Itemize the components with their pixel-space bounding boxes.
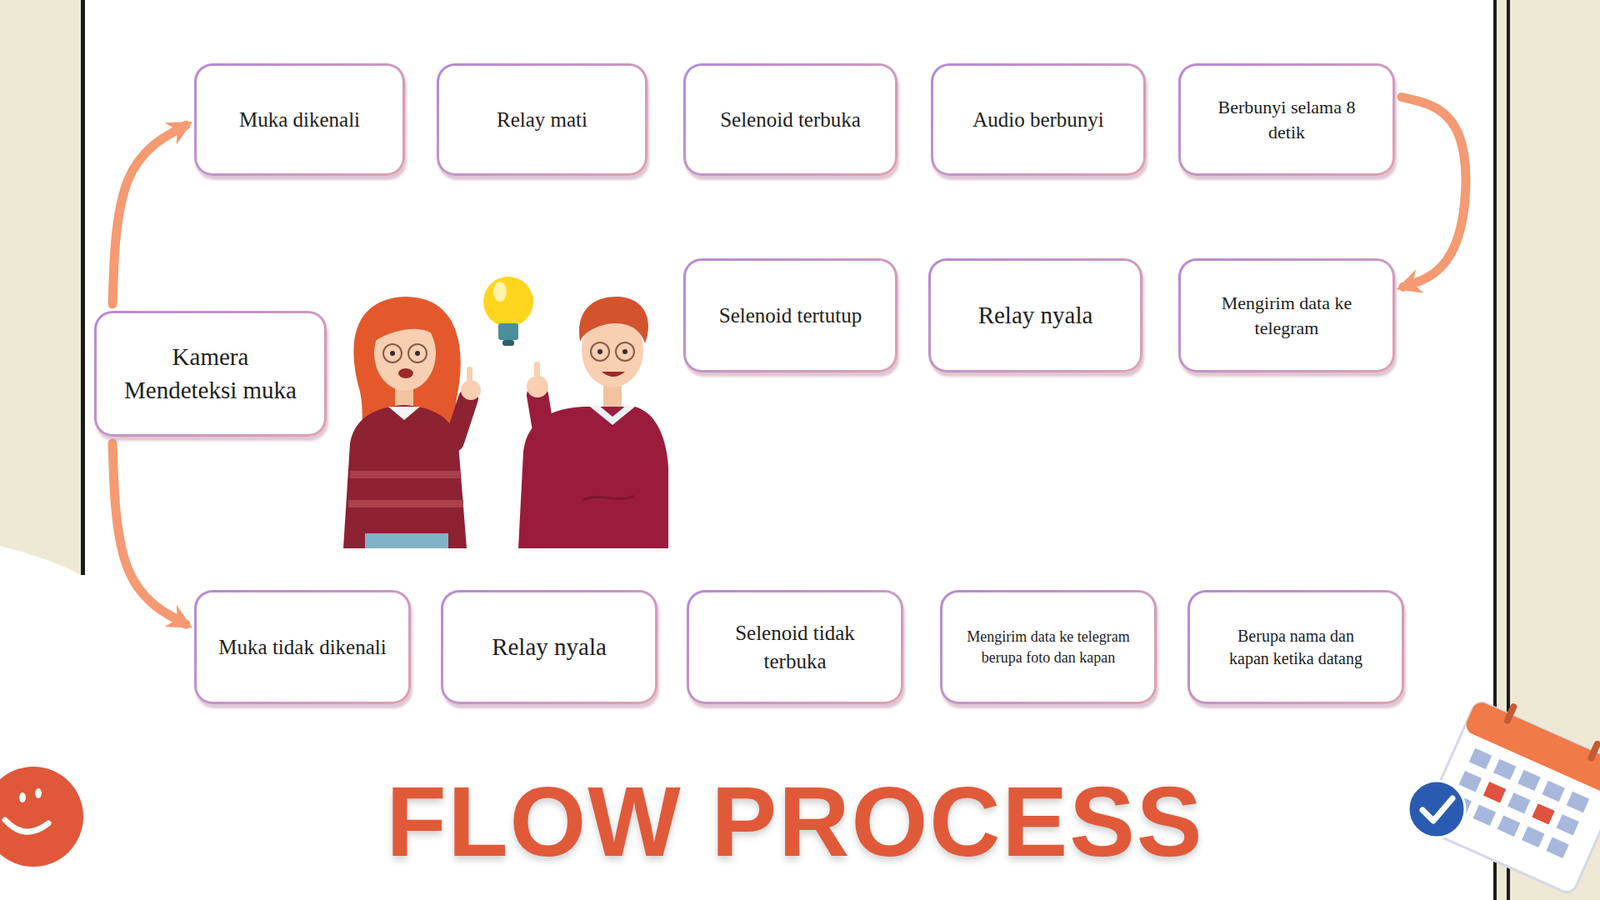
process-box: Selenoid tertutup [683, 258, 898, 373]
woman-glasses [408, 344, 427, 363]
woman-eye [390, 350, 395, 356]
process-box: Berupa nama dan kapan ketika datang [1187, 590, 1405, 705]
box-text: Muka tidak dikenali [218, 633, 386, 662]
man-glasses [615, 342, 635, 361]
title-band: FLOW PROCESS [0, 765, 1590, 879]
smiley-eye [19, 792, 26, 803]
bulb-highlight [493, 281, 507, 302]
box-text: Muka dikenali [239, 105, 360, 135]
process-box: Muka dikenali [194, 63, 405, 176]
calendar-day [1493, 759, 1516, 780]
process-box: Mengirim data ke telegram [1178, 258, 1395, 373]
box-text: Mengirim data ke telegram berupa foto da… [965, 626, 1131, 668]
calendar-day [1521, 826, 1545, 848]
calendar-day [1473, 805, 1496, 826]
man-glasses [590, 342, 610, 361]
calendar-ring [1586, 740, 1600, 763]
man-hair [579, 296, 649, 344]
box-text: Relay mati [496, 105, 588, 135]
box-text: Selenoid tidak terbuka [709, 619, 881, 676]
box-text: Berupa nama dan kapan ketika datang [1216, 625, 1375, 670]
woman-mouth [398, 368, 414, 379]
box-text: Berbunyi selama 8 detik [1200, 95, 1373, 145]
woman-glasses [383, 344, 402, 363]
calendar-day [1469, 748, 1492, 770]
process-box: Relay mati [436, 63, 648, 176]
calendar-day [1566, 791, 1590, 813]
man-eye [622, 349, 628, 355]
man-finger [534, 361, 540, 385]
woman-arm [454, 398, 469, 442]
process-box: Muka tidak dikenali [194, 590, 411, 705]
box-text: Audio berbunyi [972, 105, 1105, 135]
process-box: Kamera Mendeteksi muka [94, 310, 327, 437]
curved-arrow [1401, 97, 1466, 288]
calendar-day [1542, 780, 1565, 802]
process-box: Selenoid terbuka [683, 63, 898, 176]
bulb-glass [483, 276, 534, 327]
curved-arrow [112, 443, 186, 625]
left-rule [80, 0, 85, 575]
process-box: Relay nyala [440, 590, 658, 705]
process-box: Mengirim data ke telegram berupa foto da… [940, 590, 1157, 705]
calendar-day [1556, 814, 1580, 835]
calendar-day [1545, 837, 1569, 859]
people-illustration [343, 276, 669, 549]
calendar-day [1459, 770, 1482, 792]
man-collar [590, 405, 635, 425]
process-box: Relay nyala [928, 258, 1143, 373]
smiley-face [0, 766, 84, 867]
calendar-day [1517, 770, 1540, 791]
diagram-title: FLOW PROCESS [385, 765, 1204, 879]
woman-sweater [343, 405, 467, 549]
sweater-stripe [350, 470, 460, 479]
process-box: Selenoid tidak terbuka [686, 590, 904, 705]
calendar-day [1483, 781, 1506, 803]
sweater-fold [583, 495, 634, 500]
bulb-base [498, 323, 519, 340]
calendar-day [1507, 792, 1530, 814]
box-text: Selenoid tertutup [719, 301, 863, 330]
curved-arrow [112, 125, 186, 305]
smiley-eye [35, 788, 42, 799]
check-mark [1422, 798, 1453, 821]
box-text: Mengirim data ke telegram [1200, 290, 1373, 340]
woman-bangs [373, 306, 438, 342]
calendar-ring [1503, 702, 1519, 725]
box-text: Relay nyala [491, 630, 607, 664]
man-arm [537, 395, 545, 440]
calendar-header [1463, 699, 1600, 798]
box-text: Selenoid terbuka [720, 105, 861, 135]
bulb-tip [502, 340, 515, 346]
man-eye [597, 349, 603, 355]
box-text: Relay nyala [978, 299, 1094, 332]
process-box: Berbunyi selama 8 detik [1178, 63, 1395, 176]
calendar-day [1497, 815, 1520, 837]
check-badge [1408, 780, 1465, 838]
woman-finger [466, 366, 473, 389]
smiley-icon [0, 766, 84, 867]
woman-jeans [365, 533, 449, 549]
check-circle [1408, 780, 1465, 838]
calendar-day [1531, 803, 1555, 825]
man-mouth [601, 371, 625, 377]
sweater-stripe [348, 500, 464, 508]
process-box: Audio berbunyi [930, 63, 1146, 176]
smiley-mouth [5, 820, 49, 832]
woman-eye [415, 350, 420, 356]
woman-collar [388, 406, 420, 420]
box-text: Kamera Mendeteksi muka [121, 340, 300, 406]
